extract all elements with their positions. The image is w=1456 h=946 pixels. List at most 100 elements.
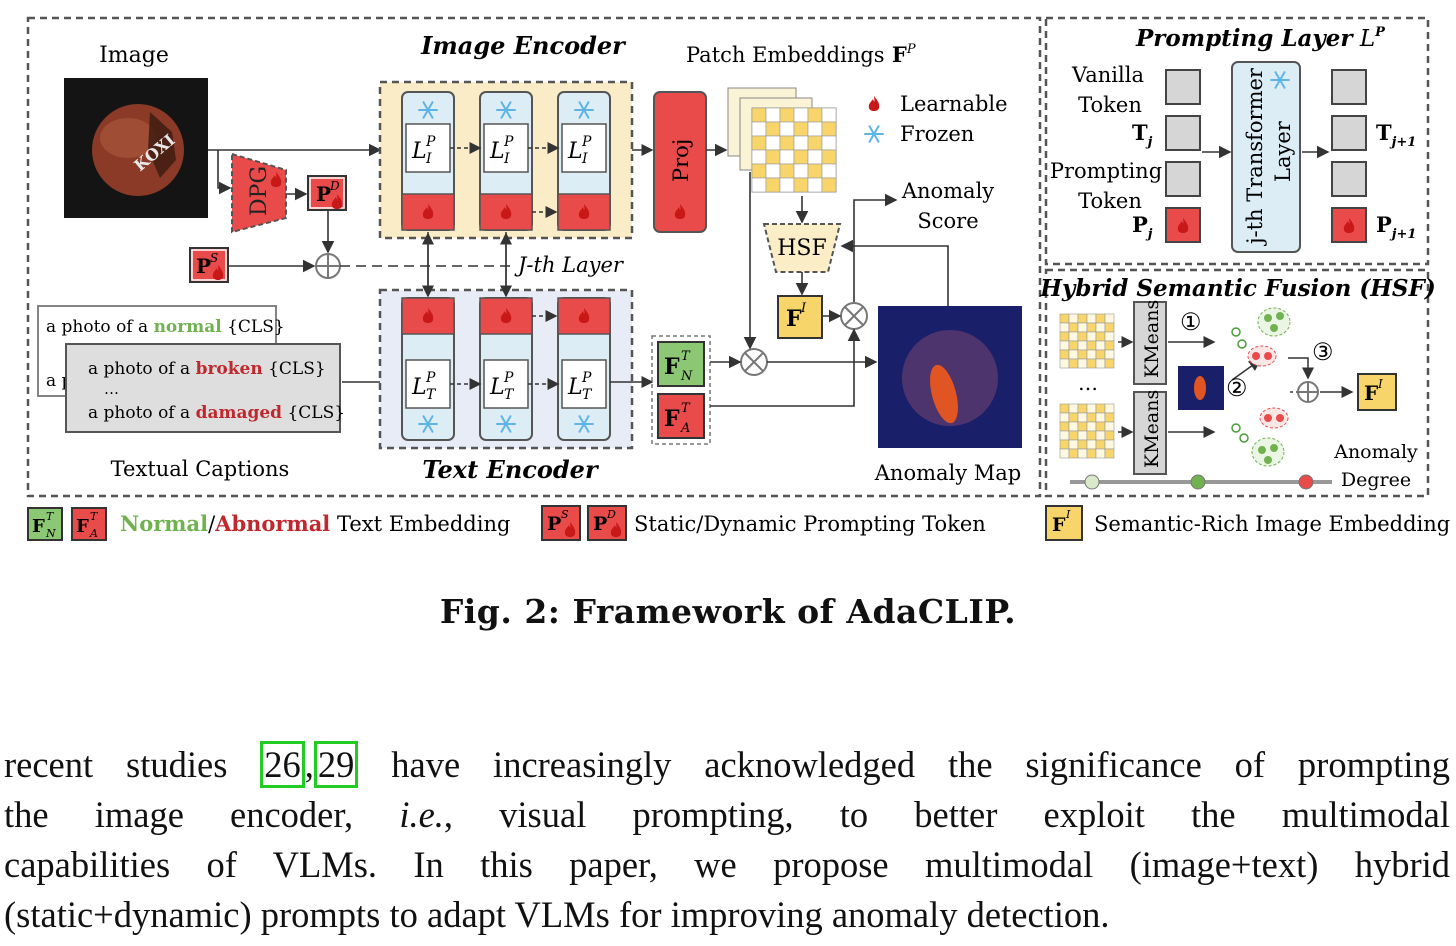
- anomaly-score-label: Anomaly: [901, 179, 994, 203]
- main-panel: [26, 16, 1042, 498]
- tj1-label: Tj+1: [1376, 120, 1416, 150]
- add-operator: [1297, 381, 1319, 403]
- svg-text:L: L: [489, 139, 505, 164]
- anomaly-score-label-2: Score: [917, 209, 978, 233]
- svg-text:j-th Transformer: j-th Transformer: [1243, 67, 1267, 247]
- legend-prompting-token: Static/Dynamic Prompting Token: [634, 512, 986, 536]
- anomaly-degree-label: Anomaly: [1333, 441, 1418, 463]
- svg-text:L: L: [411, 375, 427, 400]
- vanilla-token-label: Vanilla: [1071, 63, 1144, 87]
- paragraph-line-1: recent studies 26,29 have increasingly a…: [4, 740, 1450, 790]
- svg-text:a photo of a normal {CLS}: a photo of a normal {CLS}: [46, 317, 285, 337]
- anomaly-map-image: [878, 306, 1022, 448]
- hsf-step-2: ②: [1226, 374, 1248, 402]
- svg-text:T: T: [90, 510, 99, 523]
- paragraph-text: the image encoder,: [4, 794, 400, 835]
- svg-text:F: F: [76, 516, 89, 537]
- kmeans-block: KMeans: [1133, 300, 1167, 385]
- svg-text:S: S: [561, 508, 569, 521]
- svg-text:F: F: [1364, 381, 1378, 405]
- svg-text:P: P: [593, 513, 607, 535]
- image-encoder-title: Image Encoder: [420, 31, 627, 60]
- prompting-token-label: Prompting: [1050, 159, 1162, 183]
- hsf-step-3: ③: [1312, 338, 1334, 366]
- body-paragraph: recent studies 26,29 have increasingly a…: [4, 740, 1450, 940]
- dpg-block: [231, 152, 287, 234]
- svg-text:A: A: [89, 527, 98, 540]
- transformer-layer: j-th Transformer Layer: [1231, 61, 1301, 253]
- paragraph-line-3: capabilities of VLMs. In this paper, we …: [4, 844, 1450, 885]
- textual-captions-label: Textual Captions: [111, 457, 290, 481]
- proj-label: Proj: [669, 139, 693, 182]
- svg-text:P: P: [503, 370, 514, 386]
- static-prompt-token: P S: [189, 247, 229, 283]
- svg-text:P: P: [425, 370, 436, 386]
- cluster-points: [1231, 307, 1291, 467]
- image-label: Image: [99, 43, 169, 68]
- svg-text:P: P: [503, 134, 514, 150]
- svg-text:…: …: [104, 380, 119, 398]
- kmeans-block: KMeans: [1133, 390, 1167, 475]
- svg-text:F: F: [786, 306, 802, 332]
- citation-separator: ,: [304, 744, 314, 785]
- svg-text:P: P: [196, 254, 211, 278]
- text-encoder-title: Text Encoder: [422, 455, 600, 484]
- svg-text:F: F: [32, 516, 45, 537]
- pj1-label: Pj+1: [1376, 212, 1416, 242]
- hsf-grid-bottom: [1059, 403, 1115, 459]
- svg-text:I: I: [1065, 508, 1071, 521]
- svg-text:T: T: [681, 401, 691, 416]
- legend-frozen: Frozen: [900, 122, 974, 146]
- input-token-stack: [1165, 69, 1201, 243]
- svg-text:F: F: [1052, 514, 1066, 536]
- svg-text:A: A: [680, 421, 690, 436]
- caption-card-abnormal: a photo of a broken {CLS} … a photo of a…: [65, 343, 345, 433]
- figure-caption: Fig. 2: Framework of AdaCLIP.: [439, 592, 1017, 631]
- svg-text:Layer: Layer: [1271, 120, 1295, 182]
- svg-text:P: P: [581, 370, 592, 386]
- svg-text:I: I: [1377, 377, 1383, 391]
- paragraph-italic: i.e.: [399, 794, 444, 835]
- multiply-operator: [740, 348, 768, 376]
- dynamic-prompt-token: P D: [307, 175, 347, 211]
- proj-block: [653, 91, 707, 233]
- svg-text:T: T: [426, 387, 437, 403]
- citation-link[interactable]: 29: [313, 741, 359, 788]
- paragraph-line-2: the image encoder, i.e., visual promptin…: [4, 790, 1450, 840]
- hsf-ellipsis: …: [1078, 371, 1098, 395]
- anomaly-map-label: Anomaly Map: [874, 461, 1022, 485]
- hsf-panel: [1044, 268, 1430, 498]
- svg-text:T: T: [504, 387, 515, 403]
- anomaly-degree-bar: [1070, 474, 1332, 490]
- hsf-grid-top: [1059, 313, 1115, 369]
- pj-label: Pj: [1132, 212, 1153, 242]
- svg-text:I: I: [800, 301, 807, 316]
- dpg-label: DPG: [247, 166, 272, 216]
- svg-text:L: L: [567, 375, 583, 400]
- framework-figure: Image KOXI DPG P D P S Image: [26, 16, 1450, 541]
- svg-text:L: L: [411, 139, 427, 164]
- svg-text:P: P: [316, 182, 331, 206]
- svg-text:F: F: [664, 406, 680, 432]
- svg-text:D: D: [329, 179, 340, 193]
- svg-text:T: T: [582, 387, 593, 403]
- svg-text:N: N: [45, 527, 56, 540]
- svg-text:S: S: [210, 251, 218, 265]
- citation-link[interactable]: 26: [260, 741, 305, 788]
- svg-text:P: P: [581, 134, 592, 150]
- paragraph-text: have increasingly acknowledged the signi…: [358, 744, 1450, 785]
- vanilla-token-label-2: Token: [1078, 93, 1142, 117]
